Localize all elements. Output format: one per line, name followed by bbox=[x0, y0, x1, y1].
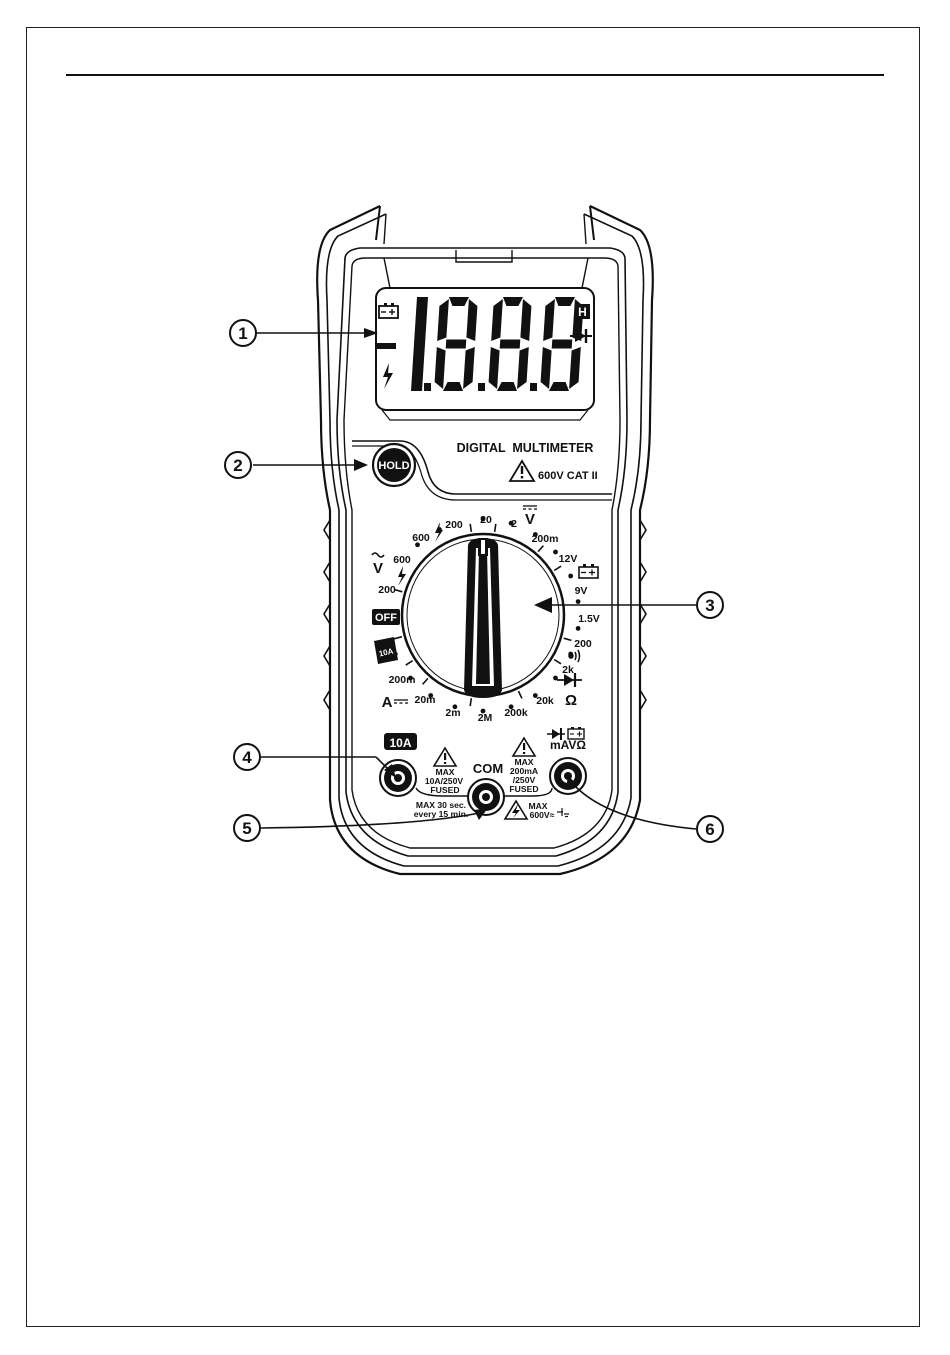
callout-number: 5 bbox=[242, 819, 251, 838]
lightning-icon bbox=[435, 522, 443, 542]
dial-tick-mark bbox=[470, 524, 471, 532]
dial-tick-mark bbox=[423, 678, 428, 684]
callout-number: 2 bbox=[233, 456, 242, 475]
dc-line-icon bbox=[394, 700, 408, 703]
dial-tick-mark bbox=[554, 660, 561, 664]
callout-5: 5 bbox=[234, 815, 260, 841]
dial-tick-mark bbox=[470, 698, 471, 706]
ten-a-max-line-3: FUSED bbox=[430, 785, 459, 795]
lcd-digit-segment bbox=[500, 340, 521, 349]
ground-icon bbox=[557, 808, 569, 817]
dial-tick-dot bbox=[568, 574, 573, 579]
callout-2: 2 bbox=[225, 452, 251, 478]
range-dcv-200m[interactable]: 200m bbox=[532, 533, 559, 545]
dial-tick-mark bbox=[564, 638, 572, 640]
callout-number: 4 bbox=[242, 748, 252, 767]
range-ohm-2m[interactable]: 2M bbox=[478, 712, 493, 724]
dial-tick-mark bbox=[538, 546, 543, 552]
lcd-decimal-point bbox=[478, 383, 485, 391]
callout-3: 3 bbox=[697, 592, 723, 618]
range-ohm-2k[interactable]: 2k bbox=[562, 664, 574, 676]
dial-tick-mark bbox=[406, 661, 413, 665]
range-bat-1-5v[interactable]: 1.5V bbox=[578, 613, 600, 625]
hold-indicator-label: H bbox=[578, 305, 587, 319]
callout-6: 6 bbox=[697, 816, 723, 842]
range-dca-20m[interactable]: 20m bbox=[414, 694, 435, 706]
dial-tick-mark bbox=[394, 637, 402, 639]
dial-tick-dot bbox=[576, 626, 581, 631]
dial-tick-dot bbox=[553, 550, 558, 555]
lcd-display: H bbox=[376, 258, 594, 420]
lcd-minus-segment bbox=[377, 343, 396, 349]
jack-com-label: COM bbox=[473, 761, 503, 776]
range-dca-200m[interactable]: 200m bbox=[389, 674, 416, 686]
callout-number: 1 bbox=[238, 324, 247, 343]
ma-max-line-4: FUSED bbox=[509, 784, 538, 794]
range-ohm-200k[interactable]: 200k bbox=[504, 707, 528, 719]
range-continuity-200[interactable]: 200 bbox=[574, 638, 592, 650]
meter-title: DIGITAL MULTIMETER bbox=[457, 441, 594, 455]
dial-tick-mark bbox=[495, 524, 496, 532]
com-max-line-2: 600V≈ bbox=[530, 810, 555, 820]
off-position[interactable]: OFF bbox=[372, 609, 400, 625]
callout-1: 1 bbox=[230, 320, 256, 346]
hold-button-label: HOLD bbox=[378, 460, 409, 472]
callout-number: 3 bbox=[705, 596, 714, 615]
dcv-symbol: V bbox=[525, 511, 535, 528]
lcd-decimal-point bbox=[530, 383, 537, 391]
lcd-digit-segment bbox=[446, 340, 467, 349]
range-dcv-200[interactable]: 200 bbox=[445, 519, 463, 531]
dc-line-icon bbox=[523, 506, 537, 509]
range-acv-600[interactable]: 600 bbox=[393, 554, 411, 566]
warning-icon bbox=[513, 738, 535, 756]
callout-number: 6 bbox=[705, 820, 714, 839]
jack-com[interactable]: COM bbox=[468, 761, 504, 815]
callout-4: 4 bbox=[234, 744, 260, 770]
cat-rating: 600V CAT II bbox=[538, 470, 598, 482]
range-ohm-20k[interactable]: 20k bbox=[536, 695, 554, 707]
jack-10a[interactable]: 10A bbox=[380, 733, 417, 796]
acv-symbol: V bbox=[373, 560, 383, 577]
jack-10a-label: 10A bbox=[389, 736, 411, 750]
dial-tick-mark bbox=[554, 566, 561, 570]
battery-icon bbox=[579, 564, 598, 578]
warning-icon bbox=[510, 461, 534, 481]
off-label: OFF bbox=[375, 612, 397, 624]
high-voltage-warning-icon bbox=[505, 801, 527, 819]
dial-tick-dot bbox=[576, 599, 581, 604]
hold-button[interactable]: HOLD bbox=[373, 444, 415, 486]
rotary-dial[interactable] bbox=[402, 534, 564, 698]
ac-tilde-icon bbox=[372, 553, 384, 557]
range-bat-9v[interactable]: 9V bbox=[575, 585, 588, 597]
range-dcv-2[interactable]: 2 bbox=[511, 518, 517, 530]
jack-ma-label: mAVΩ bbox=[550, 738, 586, 752]
lcd-digit-segment bbox=[552, 340, 573, 349]
range-dcv-20[interactable]: 20 bbox=[480, 514, 492, 526]
lightning-icon bbox=[398, 566, 406, 586]
range-acv-200[interactable]: 200 bbox=[378, 584, 396, 596]
warning-icon bbox=[434, 748, 456, 766]
ohm-symbol: Ω bbox=[565, 692, 577, 709]
range-dcv-600[interactable]: 600 bbox=[412, 532, 430, 544]
ten-a-position[interactable]: 10A bbox=[374, 637, 398, 664]
range-bat-12v[interactable]: 12V bbox=[559, 553, 578, 565]
range-dca-2m[interactable]: 2m bbox=[445, 707, 460, 719]
dca-symbol: A bbox=[382, 694, 393, 711]
dial-tick-mark bbox=[519, 691, 522, 698]
lcd-decimal-point bbox=[424, 383, 431, 391]
com-note-line-2: every 15 min. bbox=[414, 809, 468, 819]
